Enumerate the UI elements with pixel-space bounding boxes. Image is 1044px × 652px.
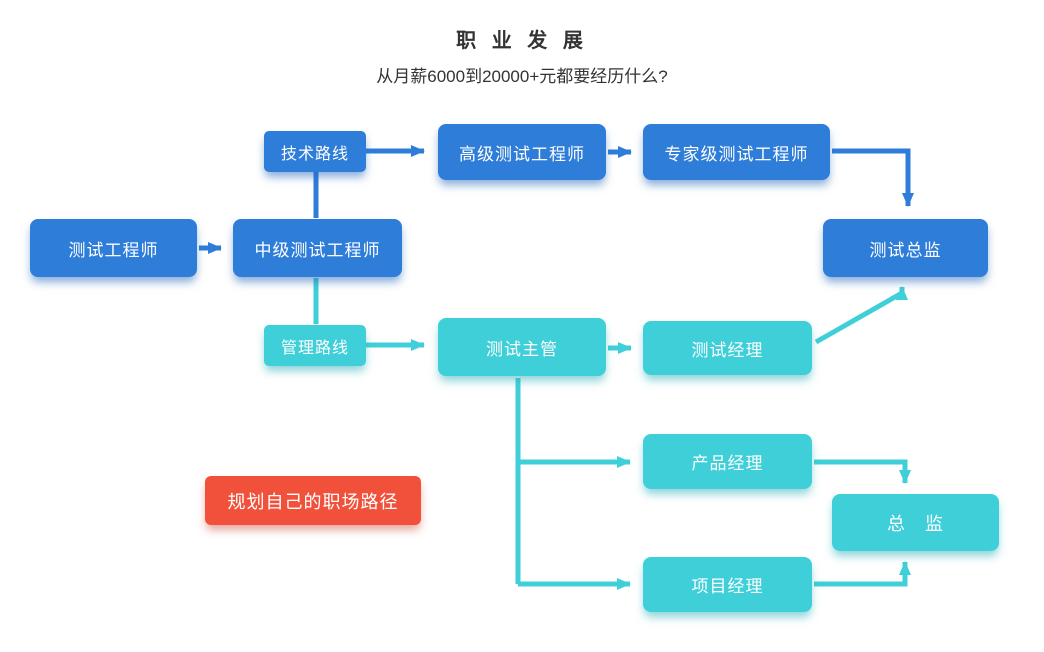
- node-tech-route-label: 技术路线: [280, 145, 349, 163]
- node-test-manager-label: 测试经理: [691, 340, 764, 360]
- node-tech-route: 技术路线: [264, 131, 366, 172]
- node-management-route-label: 管理路线: [280, 339, 349, 357]
- diagram-subtitle: 从月薪6000到20000+元都要经历什么?: [376, 67, 668, 86]
- node-test-supervisor-label: 测试主管: [486, 339, 558, 359]
- node-test-manager: 测试经理: [643, 321, 812, 375]
- node-test-engineer-label: 测试工程师: [68, 240, 159, 260]
- node-expert-test-engineer: 专家级测试工程师: [643, 124, 830, 180]
- node-test-director-label: 测试总监: [869, 240, 942, 260]
- callout-plan-career-path: 规划自己的职场路径: [205, 476, 421, 525]
- node-mid-level-test-engineer-label: 中级测试工程师: [254, 240, 381, 260]
- node-product-manager-label: 产品经理: [691, 454, 764, 473]
- diagram-title: 职 业 发 展: [456, 30, 588, 52]
- node-test-director: 测试总监: [823, 219, 988, 277]
- node-general-director: 总 监: [832, 494, 999, 551]
- node-project-manager: 项目经理: [643, 557, 812, 612]
- node-expert-test-engineer-label: 专家级测试工程师: [664, 144, 809, 164]
- node-project-manager-label: 项目经理: [691, 577, 764, 596]
- node-management-route: 管理路线: [264, 325, 366, 366]
- node-general-director-label: 总 监: [887, 513, 944, 534]
- node-product-manager: 产品经理: [643, 434, 812, 489]
- node-test-supervisor: 测试主管: [438, 318, 606, 376]
- node-senior-test-engineer: 高级测试工程师: [438, 124, 606, 180]
- callout-plan-career-path-label: 规划自己的职场路径: [227, 491, 399, 512]
- node-senior-test-engineer-label: 高级测试工程师: [459, 144, 585, 164]
- node-test-engineer: 测试工程师: [30, 219, 197, 277]
- node-mid-level-test-engineer: 中级测试工程师: [233, 219, 402, 277]
